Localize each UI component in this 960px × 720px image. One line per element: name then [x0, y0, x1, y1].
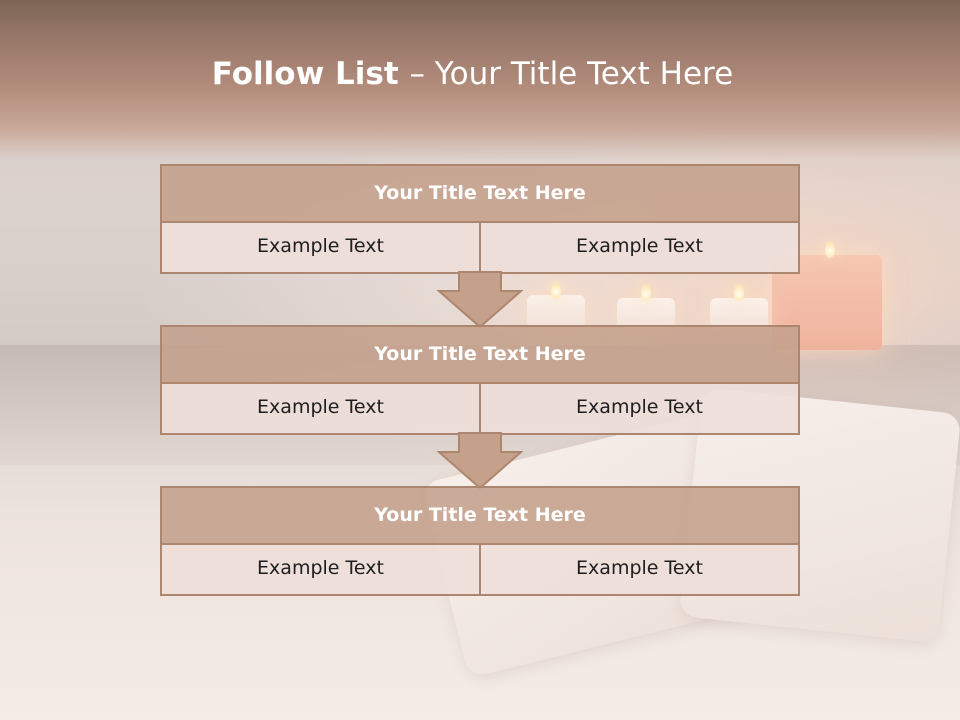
- follow-step-2[interactable]: Your Title Text Here Example Text Exampl…: [160, 325, 800, 435]
- step-row: Example Text Example Text: [162, 223, 798, 272]
- step-right-text: Example Text: [479, 223, 798, 272]
- step-row: Example Text Example Text: [162, 384, 798, 433]
- follow-step-1[interactable]: Your Title Text Here Example Text Exampl…: [160, 164, 800, 274]
- step-left-text: Example Text: [162, 384, 479, 433]
- title-band: [0, 0, 960, 160]
- candle-flame: [734, 283, 744, 301]
- candle-flame: [551, 281, 561, 299]
- down-arrow-icon: [437, 271, 523, 329]
- step-title: Your Title Text Here: [162, 327, 798, 384]
- down-arrow-icon: [437, 432, 523, 490]
- background-candle: [527, 295, 585, 327]
- title-bold: Follow List: [211, 56, 410, 92]
- step-row: Example Text Example Text: [162, 545, 798, 594]
- background-candle: [710, 298, 768, 328]
- follow-step-3[interactable]: Your Title Text Here Example Text Exampl…: [160, 486, 800, 596]
- candle-flame: [825, 240, 835, 258]
- slide-title[interactable]: Follow List – Your Title Text Here: [0, 56, 945, 92]
- step-title: Your Title Text Here: [162, 166, 798, 223]
- candle-flame: [641, 283, 651, 301]
- title-rest: – Your Title Text Here: [409, 56, 734, 92]
- step-left-text: Example Text: [162, 223, 479, 272]
- background-candle: [617, 298, 675, 328]
- step-left-text: Example Text: [162, 545, 479, 594]
- step-title: Your Title Text Here: [162, 488, 798, 545]
- step-right-text: Example Text: [479, 384, 798, 433]
- step-right-text: Example Text: [479, 545, 798, 594]
